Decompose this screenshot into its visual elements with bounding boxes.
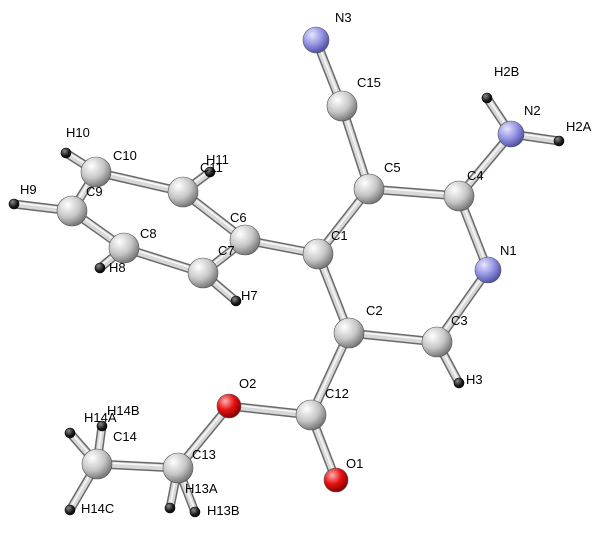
label-c8: C8	[140, 226, 157, 241]
label-h14b: H14B	[107, 403, 140, 418]
atom-h8	[94, 262, 106, 274]
label-c4: C4	[467, 168, 484, 183]
label-c12: C12	[325, 386, 349, 401]
label-c5: C5	[384, 160, 401, 175]
label-h3: H3	[466, 372, 483, 387]
label-h2b: H2B	[494, 64, 519, 79]
label-o1: O1	[346, 456, 363, 471]
atom-c6	[229, 224, 261, 256]
atom-h14c	[64, 504, 76, 516]
atom-h13b	[189, 506, 201, 518]
atom-o2	[216, 393, 242, 419]
atom-c1	[302, 238, 334, 270]
label-n3: N3	[335, 10, 352, 25]
label-h9: H9	[20, 182, 37, 197]
atom-h10	[60, 147, 72, 159]
atom-c13	[162, 452, 194, 484]
atom-n2	[497, 120, 525, 148]
atom-h13a	[164, 502, 176, 514]
atom-h14a	[64, 427, 76, 439]
label-c14: C14	[113, 429, 137, 444]
label-h7: H7	[241, 288, 258, 303]
label-c7: C7	[218, 243, 235, 258]
label-h8: H8	[109, 260, 126, 275]
atom-c9	[56, 195, 88, 227]
label-h13b: H13B	[207, 503, 240, 518]
atom-n1	[474, 256, 502, 284]
atom-c4	[443, 180, 475, 212]
label-c10: C10	[113, 148, 137, 163]
label-h2a: H2A	[566, 119, 592, 134]
atom-h2a	[553, 135, 565, 147]
atom-c15	[326, 90, 358, 122]
atom-n3	[302, 26, 330, 54]
label-h13a: H13A	[185, 481, 218, 496]
atom-h3	[453, 377, 465, 389]
atom-c14	[81, 448, 113, 480]
label-n1: N1	[500, 243, 517, 258]
label-c13: C13	[192, 447, 216, 462]
atoms-layer	[8, 26, 565, 518]
atom-h2b	[481, 92, 493, 104]
label-c15: C15	[357, 75, 381, 90]
label-c3: C3	[451, 313, 468, 328]
atom-o1	[323, 467, 349, 493]
label-c11: C11	[200, 160, 223, 175]
label-h14c: H14C	[81, 501, 114, 516]
atom-c7	[187, 257, 219, 289]
atom-c10	[80, 156, 112, 188]
atom-h11	[204, 166, 216, 178]
label-n2: N2	[524, 103, 541, 118]
label-h11: H11	[206, 152, 229, 167]
label-o2: O2	[239, 376, 256, 391]
label-c6: C6	[230, 210, 247, 225]
label-h10: H10	[66, 125, 90, 140]
label-c2: C2	[366, 303, 383, 318]
labels-layer: N3C15C5C4N2H2BH2AN1C1C2C3H3C6C7H7C8H8C9H…	[20, 10, 592, 518]
atom-h7	[230, 295, 242, 307]
atom-c11	[167, 176, 199, 208]
atom-c12	[295, 399, 327, 431]
atom-c2	[333, 317, 365, 349]
atom-h9	[8, 198, 20, 210]
atom-c5	[353, 173, 385, 205]
label-c9: C9	[86, 184, 103, 199]
atom-c3	[421, 326, 453, 358]
atom-h14b	[96, 420, 108, 432]
atom-c8	[108, 232, 140, 264]
label-c1: C1	[331, 228, 348, 243]
label-h14a: H14A	[84, 410, 117, 425]
